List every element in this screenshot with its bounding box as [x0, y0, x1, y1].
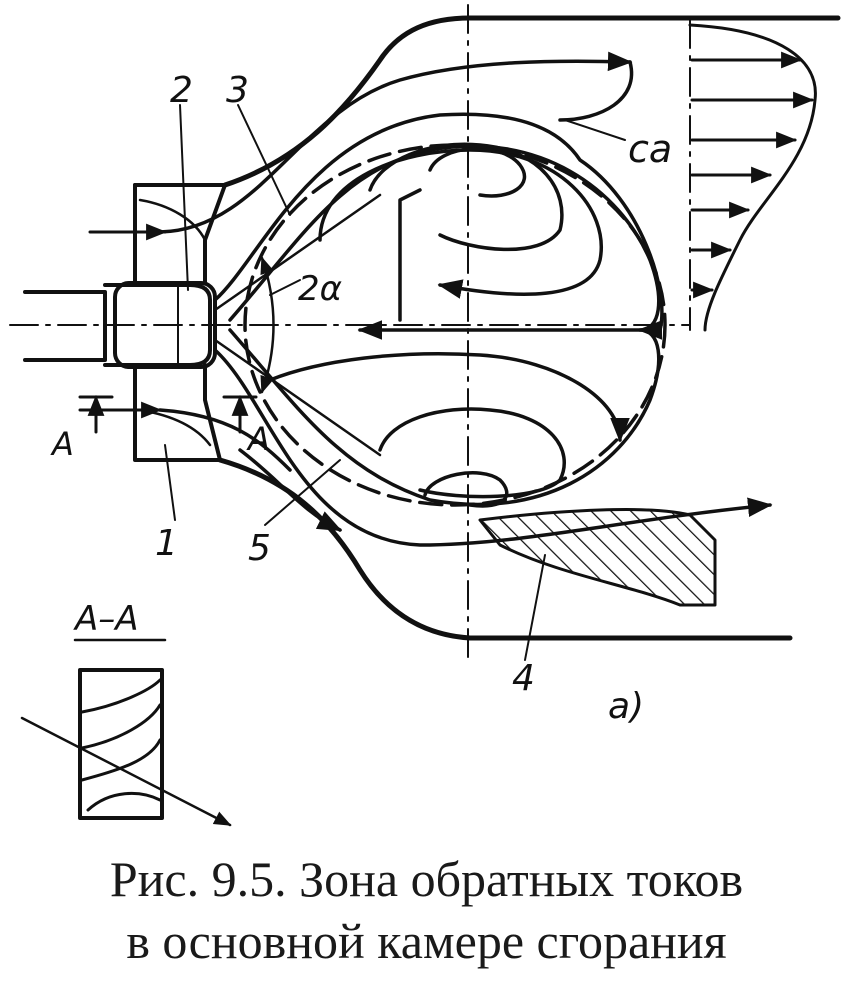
label-section-a-left: A: [50, 425, 74, 463]
combustion-chamber-diagram: 2 3 2α ca A A 1 5 4 A–A a): [9, 4, 841, 827]
diagram-labels: 2 3 2α ca A A 1 5 4 A–A a): [50, 70, 672, 727]
label-2: 2: [170, 70, 193, 111]
caption-line-1: Рис. 9.5. Зона обратных токов: [109, 851, 744, 907]
label-section-title: A–A: [73, 599, 139, 639]
swirler: [133, 183, 227, 462]
label-subfigure: a): [608, 686, 644, 727]
section-marks: [78, 394, 258, 434]
inflow-arrows: [78, 223, 168, 419]
label-5: 5: [248, 528, 271, 569]
label-4: 4: [512, 658, 535, 699]
label-1: 1: [155, 523, 178, 564]
upper-vortex: [228, 142, 661, 340]
label-angle: 2α: [298, 269, 342, 309]
label-section-a-right: A: [246, 420, 270, 458]
lower-vortex: [228, 320, 663, 508]
section-a-a-detail: [20, 638, 232, 827]
chamber-walls: [217, 15, 841, 641]
label-velocity: ca: [628, 127, 672, 171]
leader-lines: [164, 104, 626, 661]
hatched-zone: [478, 508, 717, 607]
fuel-injector: [23, 281, 217, 369]
caption-line-2: в основной камере сгорания: [126, 913, 727, 969]
velocity-profile: [688, 23, 817, 332]
label-3: 3: [226, 70, 249, 111]
reverse-flow-zone-boundary: [243, 143, 667, 507]
spray-cone: [213, 193, 382, 457]
